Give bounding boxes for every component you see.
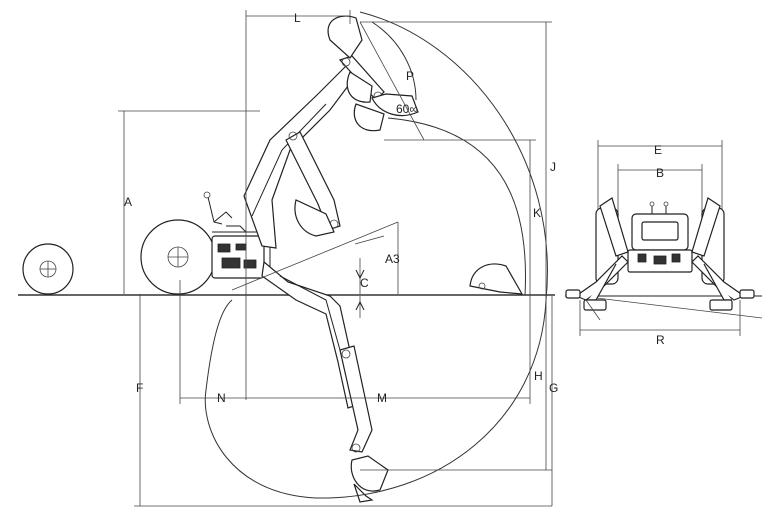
tractor-side-view [22, 191, 271, 295]
tractor-rear-view [565, 140, 763, 336]
label-K: K [533, 206, 541, 220]
bucket-curl-1 [346, 71, 373, 103]
label-A3: A3 [385, 252, 400, 266]
right-pad [709, 299, 733, 311]
label-L: L [294, 11, 301, 25]
label-N: N [217, 391, 226, 405]
label-J: J [550, 160, 556, 174]
label-G: G [549, 381, 558, 395]
bucket-curl-3 [371, 93, 419, 117]
label-H: H [534, 369, 543, 383]
boom-lowered [261, 260, 389, 503]
label-F: F [136, 381, 143, 395]
dipper-arm-lowered [339, 345, 373, 453]
label-R: R [656, 333, 665, 347]
operator-lever [207, 196, 223, 225]
dipper-arm-raised [285, 131, 341, 231]
boom-raised [243, 15, 419, 249]
boom-arm-lowered [261, 260, 361, 409]
label-E: E [654, 143, 662, 157]
label-A: A [124, 195, 132, 209]
bucket-top [327, 15, 363, 59]
label-B: B [656, 166, 664, 180]
reach-arc-outer [387, 117, 527, 296]
label-C: C [360, 276, 369, 290]
bucket-mid [294, 199, 335, 237]
label-angle: 60∞ [396, 102, 418, 116]
bucket-lowered [350, 455, 389, 492]
reach-arc-lower [204, 299, 547, 499]
bucket-ground [469, 263, 524, 295]
bucket-curl-2 [353, 103, 385, 132]
backhoe-frame [211, 235, 265, 279]
label-P: P [406, 69, 414, 83]
left-pad [583, 299, 607, 311]
label-M: M [377, 391, 387, 405]
